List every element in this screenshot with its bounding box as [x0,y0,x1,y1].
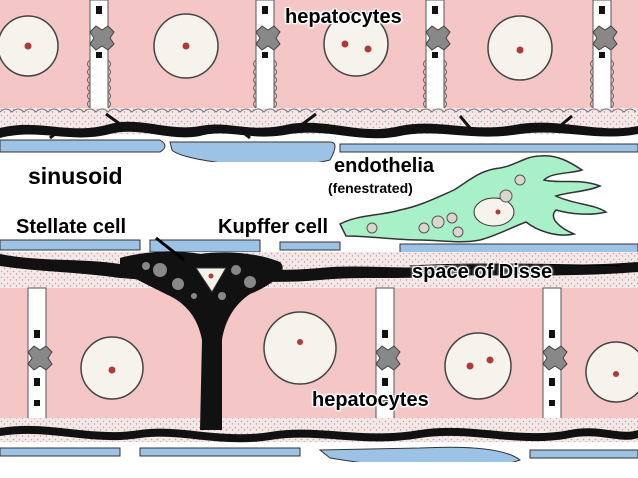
kupffer-cell [338,154,608,243]
label-hepatocytes-bottom: hepatocytes [312,389,429,411]
top-microvilli-borders [87,59,614,109]
top-collagen [0,121,638,139]
stellate-pointer [155,236,185,262]
bottom-desmosomes [34,330,555,406]
stellate-cell-body [120,251,283,430]
label-kupffer-cell: Kupffer cell [218,216,329,238]
top-junctions [89,25,618,51]
bottom-nucleoli [108,339,619,377]
label-sinusoid: sinusoid [28,163,123,189]
label-hepatocytes-top: hepatocytes [285,6,402,28]
stellate-nucleus [195,267,227,293]
top-endothelium [0,139,638,167]
stellate-lipid-droplets [142,262,256,300]
stellate-cell [0,236,638,430]
stellate-nucleolus [208,273,214,279]
top-desmosomes [96,6,605,58]
label-space-of-disse: space of Disse [412,261,553,283]
lower-lumen [0,462,638,478]
bottom-nuclei [80,311,638,403]
kupffer-cell-body [338,154,608,243]
kupffer-phagosomes [366,174,526,238]
lower-collagen [0,425,638,443]
disse-pointer [409,263,621,267]
top-hepatocyte-row [0,0,638,167]
label-stellate-cell: Stellate cell [16,216,127,238]
top-collagen-strands [49,112,573,140]
bottom-junctions [27,345,568,371]
top-nucleoli [24,40,524,54]
label-fenestrated: (fenestrated) [328,180,413,196]
kupffer-nucleolus [495,209,501,215]
label-endothelia: endothelia [334,155,435,177]
kupffer-nucleus [473,197,515,227]
top-microvilli [0,108,637,113]
bottom-hepatocyte-row [0,287,638,478]
